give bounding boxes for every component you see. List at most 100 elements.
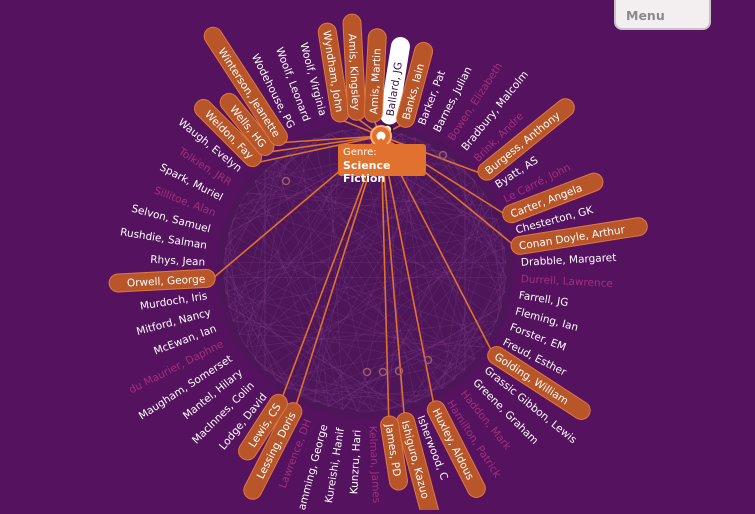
faint-link — [246, 137, 315, 348]
genre-node[interactable] — [423, 355, 433, 365]
author-label[interactable]: Amis, Martin — [363, 28, 387, 123]
author-pill — [238, 393, 288, 461]
faint-link — [232, 151, 289, 321]
faint-link — [314, 219, 498, 403]
faint-link — [225, 180, 476, 293]
faint-link — [254, 247, 505, 360]
faint-link — [275, 379, 388, 410]
faint-link — [490, 205, 502, 307]
faint-link — [287, 151, 466, 371]
faint-link — [254, 151, 289, 360]
author-label[interactable]: Durrell, Lawrence — [520, 273, 613, 290]
faint-link — [401, 291, 505, 407]
faint-link — [225, 247, 492, 335]
menu-button[interactable]: Menu — [614, 0, 711, 30]
faint-link — [228, 262, 507, 307]
faint-link — [246, 192, 358, 412]
faint-link — [223, 159, 277, 278]
faint-link — [474, 180, 505, 293]
faint-link — [441, 180, 476, 389]
faint-link — [401, 133, 430, 397]
author-label[interactable]: Farrell, JG — [518, 289, 569, 309]
genre-node[interactable] — [394, 366, 404, 376]
author-label[interactable]: Kelman, James — [366, 426, 382, 504]
faint-link — [275, 130, 344, 161]
genre-node[interactable] — [438, 150, 448, 160]
faint-link — [496, 219, 507, 263]
faint-link — [223, 277, 344, 410]
faint-link — [225, 247, 229, 307]
author-pill — [380, 415, 408, 491]
faint-link — [254, 180, 502, 307]
faint-link — [228, 233, 240, 335]
author-name: Farrell, JG — [518, 289, 569, 309]
faint-link — [254, 358, 289, 389]
faint-link — [238, 192, 247, 207]
faint-link — [275, 192, 484, 381]
genre-link — [380, 135, 484, 176]
genre-link — [295, 135, 382, 406]
faint-link — [264, 169, 443, 389]
author-label[interactable]: Kunzru, Hari — [348, 430, 363, 495]
author-label[interactable]: Drabble, Margaret — [521, 252, 617, 269]
author-label[interactable]: James, PD — [379, 415, 408, 492]
faint-link — [223, 262, 466, 371]
author-pill — [219, 92, 275, 156]
faint-link — [238, 333, 484, 348]
author-name: Kelman, James — [366, 426, 382, 504]
faint-link — [496, 277, 507, 321]
faint-link — [232, 137, 315, 220]
faint-link — [223, 233, 502, 278]
genre-node[interactable] — [378, 367, 388, 377]
faint-link — [246, 192, 455, 381]
faint-link — [223, 262, 277, 381]
genre-node[interactable] — [362, 367, 372, 377]
faint-link — [232, 169, 466, 322]
faint-link — [501, 233, 505, 293]
faint-link — [275, 333, 492, 381]
faint-link — [254, 180, 358, 412]
faint-link — [225, 247, 256, 360]
author-label[interactable]: Rhys, Jean — [150, 254, 206, 269]
faint-link — [453, 262, 507, 381]
faint-link — [275, 159, 498, 322]
faint-link — [496, 247, 505, 321]
faint-link — [223, 143, 302, 263]
genre-link — [269, 135, 382, 153]
faint-link — [225, 291, 302, 397]
author-label[interactable]: Amis, Kingsley — [342, 13, 367, 121]
faint-link — [225, 291, 476, 360]
faint-link — [441, 151, 476, 182]
author-pill — [396, 412, 440, 514]
author-pill — [380, 37, 410, 125]
faint-link — [228, 205, 240, 234]
faint-link — [246, 346, 266, 371]
faint-link — [328, 133, 344, 410]
inner-circle — [217, 122, 513, 418]
author-pill — [363, 28, 387, 123]
faint-link — [264, 169, 498, 220]
author-name: Orwell, George — [127, 273, 206, 289]
faint-link — [264, 369, 358, 412]
faint-link — [223, 262, 289, 389]
author-name: Kunzru, Hari — [348, 430, 363, 495]
faint-link — [223, 277, 234, 321]
faint-link — [287, 388, 430, 397]
faint-link — [428, 277, 507, 397]
faint-link — [223, 277, 388, 410]
author-name: Durrell, Lawrence — [520, 273, 613, 290]
faint-link — [415, 369, 466, 403]
author-label[interactable]: Orwell, George — [108, 268, 216, 293]
faint-link — [232, 218, 455, 381]
faint-link — [300, 395, 344, 410]
author-name: Drabble, Margaret — [521, 252, 617, 269]
author-label[interactable]: Ballard, JG — [379, 36, 410, 125]
genre-node[interactable] — [281, 176, 291, 186]
genre-tooltip: Genre: Science Fiction — [338, 138, 426, 185]
faint-link — [372, 180, 476, 412]
faint-link — [386, 137, 417, 410]
author-label[interactable]: Banks, Iain — [395, 40, 435, 129]
author-pill — [396, 41, 434, 128]
faint-link — [441, 358, 476, 389]
faint-link — [428, 291, 505, 397]
